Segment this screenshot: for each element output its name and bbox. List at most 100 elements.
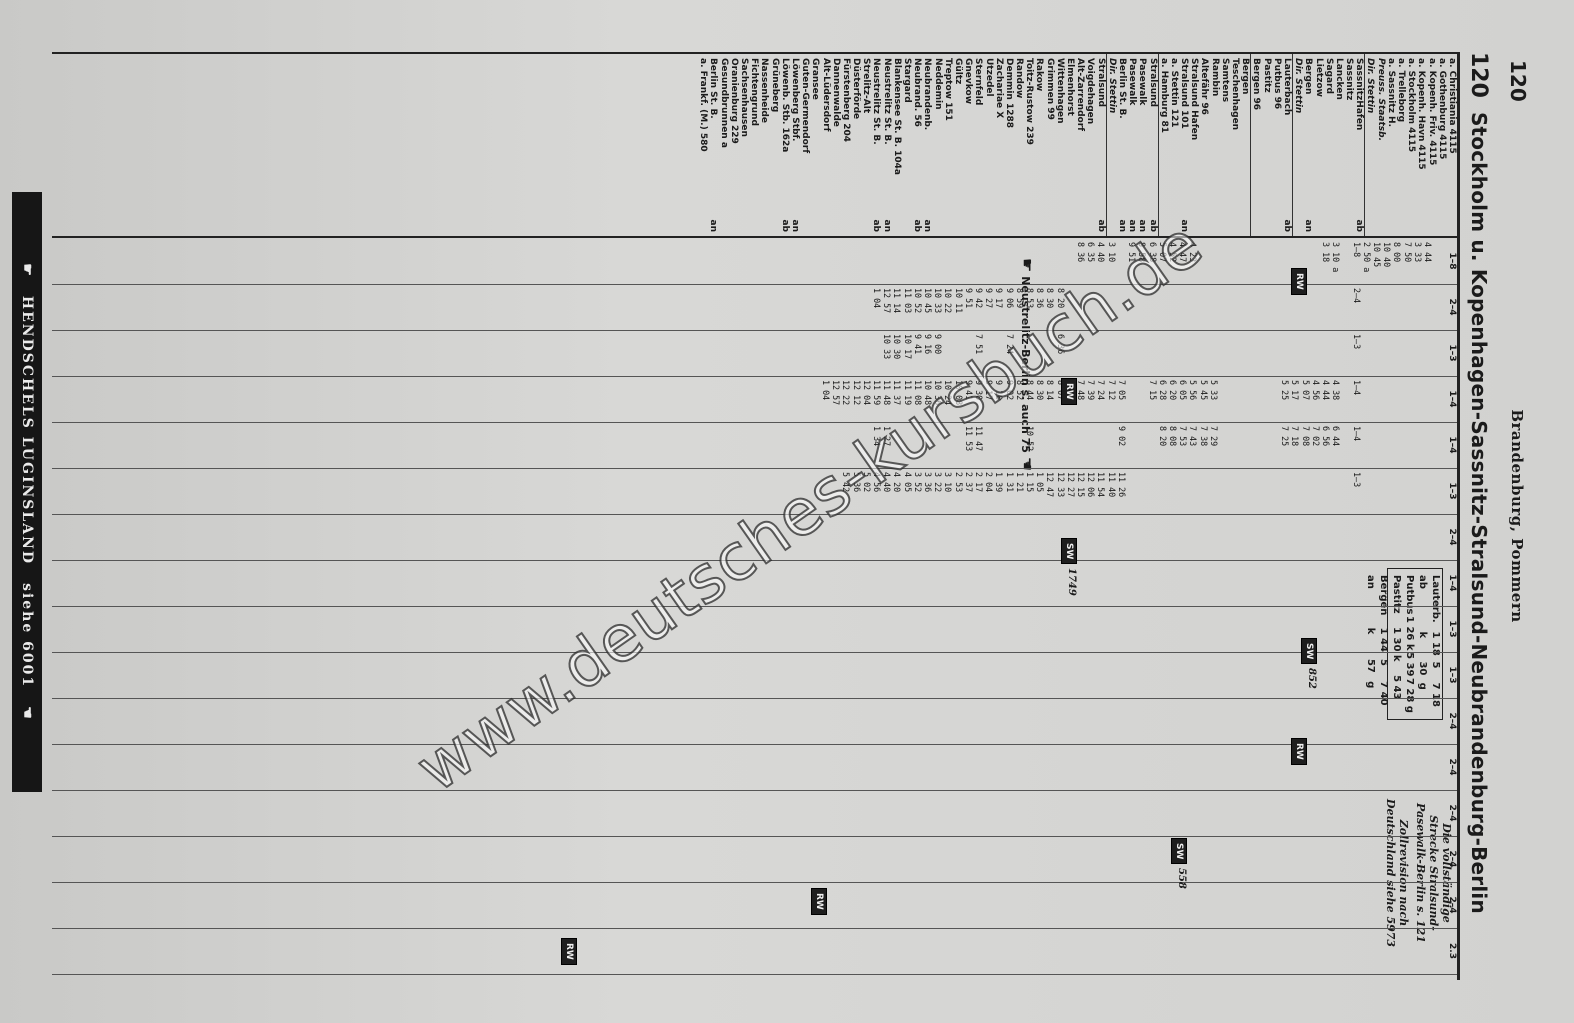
time-cell: 3 33: [1412, 242, 1423, 263]
branch-cell: 1 44 k: [1365, 627, 1389, 652]
time-cell: [1229, 472, 1239, 497]
time-cell: [974, 242, 984, 272]
station-row: Elmenhorst: [1065, 54, 1075, 236]
train-class-header: 2–4: [1447, 896, 1457, 914]
time-cell: [1311, 334, 1321, 359]
service-badge: RW: [1291, 268, 1307, 295]
time-cell: [749, 242, 759, 272]
time-cell: [1270, 242, 1280, 272]
time-cell: [831, 242, 841, 272]
time-cell: [1066, 426, 1076, 451]
station-row: Sassnitz: [1344, 54, 1354, 236]
time-cell: 9 16: [923, 334, 934, 355]
time-cell: [739, 472, 749, 497]
time-cell: [953, 426, 963, 451]
time-cell: 7 02: [1310, 426, 1321, 447]
branch-cell: Putbus: [1404, 575, 1415, 615]
station-row: Altefähr 96: [1199, 54, 1210, 236]
station-row: Dannenwalde: [831, 54, 841, 236]
time-cell: [933, 242, 943, 272]
time-cell: [1096, 334, 1106, 359]
station-arr-dep: ab: [912, 219, 923, 232]
station-name: Demmin 1288: [1003, 58, 1014, 129]
time-cell: 10 45: [923, 288, 934, 314]
time-cell: 1 15: [1025, 472, 1036, 493]
time-cell: 8 00: [1392, 242, 1403, 263]
time-cell: [780, 472, 790, 497]
time-cell: 9 10: [994, 380, 1005, 401]
station-name: a. Hamburg 81: [1158, 58, 1169, 133]
time-cell: 6 28: [1157, 380, 1168, 401]
column-divider: [52, 376, 1457, 377]
station-name: a. Christiania 4115: [1447, 58, 1457, 154]
time-cell: [1178, 288, 1188, 313]
station-name: Sagard: [1323, 58, 1334, 94]
station-name: Gransee: [810, 58, 821, 100]
time-cell: [821, 472, 831, 497]
time-cell: [994, 334, 1004, 359]
time-cell: 12 57: [882, 288, 893, 314]
station-arr-dep: an: [922, 219, 933, 232]
station-row: Preuss. Staatsb.: [1376, 54, 1386, 236]
time-cell: [1382, 426, 1392, 451]
time-cell: [1372, 380, 1382, 405]
time-cell: [1249, 288, 1259, 313]
branch-cell: 1 30 k: [1391, 627, 1402, 662]
time-cell: [892, 242, 902, 272]
station-row: Fürstenberg 204: [841, 54, 851, 236]
station-name: Teschenhagen: [1230, 58, 1241, 131]
time-cell: [749, 426, 759, 451]
time-cell: 7 51: [974, 334, 985, 355]
station-name: a. Frankf. (M.) 580: [698, 58, 709, 152]
time-cell: 1 31: [1004, 472, 1015, 493]
time-cell: [953, 334, 963, 359]
time-cell: [1107, 426, 1117, 451]
time-cell: [1341, 242, 1351, 272]
time-cell: [821, 426, 831, 451]
time-cell: 2–4: [1351, 288, 1362, 304]
station-row: Bergen 96: [1251, 54, 1261, 236]
time-cell: [1270, 472, 1280, 497]
time-cell: 11 53: [963, 426, 974, 452]
station-row: Neubrandenb.an: [922, 54, 932, 236]
time-cell: 7 48: [1076, 380, 1087, 401]
table-title-row: 120 Stockholm u. Kopenhagen-Sassnitz-Str…: [1464, 42, 1494, 990]
time-cell: 10 33: [933, 288, 944, 314]
time-cell: 12 12: [851, 380, 862, 406]
station-name: Stralsund: [1095, 58, 1106, 107]
time-cell: 8 52: [1014, 380, 1025, 401]
time-cell: 4 52: [1167, 242, 1178, 263]
time-cell: [1413, 380, 1423, 405]
time-cell: [1219, 380, 1229, 405]
time-cell: [1382, 380, 1392, 405]
time-cell: [1270, 426, 1280, 451]
station-row: Treptow 151: [943, 54, 953, 236]
time-cell: 12 27: [1065, 472, 1076, 498]
time-cell: [811, 242, 821, 272]
time-cell: 4 05: [902, 472, 913, 493]
station-name: Lietzow: [1313, 58, 1324, 97]
station-row: a. Kopenh. Havn 4115: [1416, 54, 1426, 236]
time-cell: [1413, 288, 1423, 313]
time-cell: [1004, 242, 1014, 272]
time-cell: 8 30: [1045, 288, 1056, 309]
time-cell: 9 27: [984, 288, 995, 309]
time-cell: [709, 426, 719, 451]
station-arr-dep: ab: [1095, 219, 1106, 232]
station-name: a. Gothenburg 4115: [1436, 58, 1447, 160]
time-cell: [1066, 242, 1076, 272]
station-row: Sagard: [1324, 54, 1334, 236]
station-name: Stralsund: [1147, 58, 1158, 107]
time-cell: [1188, 472, 1198, 497]
time-cell: [851, 242, 861, 272]
time-cell: 12 04: [861, 380, 872, 406]
time-cell: [1260, 380, 1270, 405]
time-cell: 7 43: [1188, 426, 1199, 447]
service-badge: SW: [1301, 638, 1317, 665]
time-cell: 9 42: [974, 288, 985, 309]
station-name: Elmenhorst: [1065, 58, 1076, 116]
time-cell: [1015, 242, 1025, 272]
